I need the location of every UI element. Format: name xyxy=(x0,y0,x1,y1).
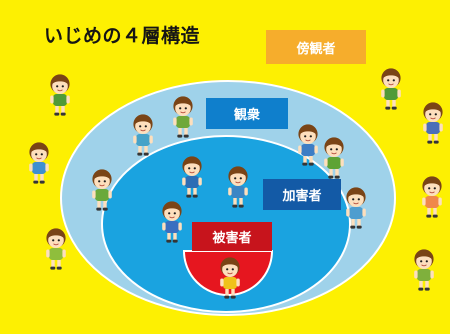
audience-label: 観衆 xyxy=(206,98,288,129)
diagram-title: いじめの４層構造 xyxy=(44,25,201,47)
victim-label: 被害者 xyxy=(192,222,272,251)
perpetrator-label: 加害者 xyxy=(263,179,341,210)
bystander-label: 傍観者 xyxy=(266,30,366,64)
